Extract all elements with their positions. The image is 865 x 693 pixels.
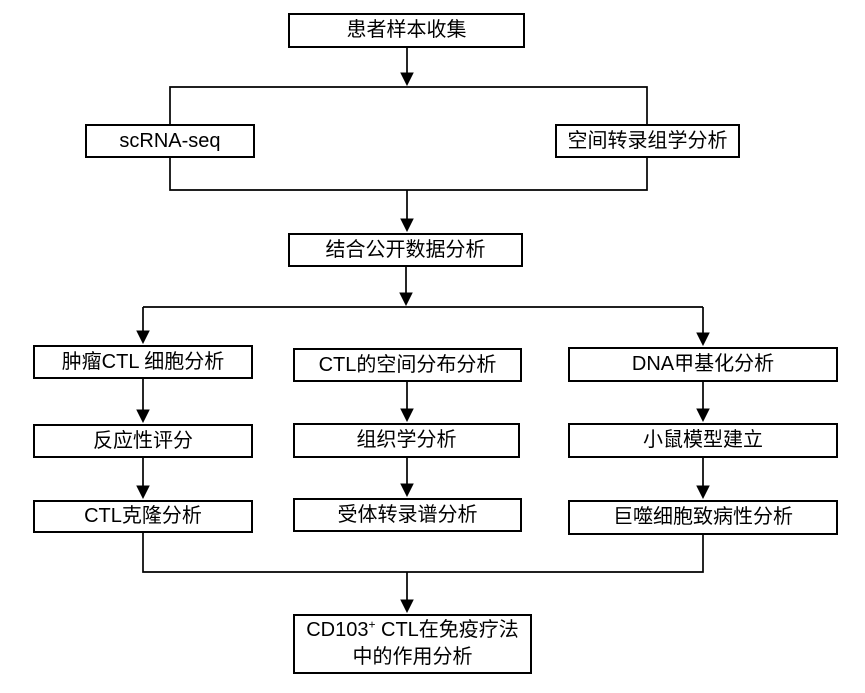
node-histology-analysis: 组织学分析 [293,423,520,458]
node-spatial-transcriptomics: 空间转录组学分析 [555,124,740,158]
node-combined-public-data-analysis: 结合公开数据分析 [288,233,523,267]
final-line1-rest: CTL在免疫疗法 [375,619,519,641]
final-line1-superscript: + [368,617,376,632]
node-scrna-seq: scRNA-seq [85,124,255,158]
node-mouse-model-establishment: 小鼠模型建立 [568,423,838,458]
node-reactivity-score: 反应性评分 [33,424,253,458]
node-ctl-clone-analysis: CTL克隆分析 [33,500,253,533]
node-final-conclusion: CD103+ CTL在免疫疗法 中的作用分析 [293,614,532,674]
connector-merge-rail-bottom [142,533,704,573]
final-line2: 中的作用分析 [352,646,473,668]
node-macrophage-pathogenicity-analysis: 巨噬细胞致病性分析 [568,500,838,535]
final-conclusion-text: CD103+ CTL在免疫疗法 中的作用分析 [306,617,519,671]
node-ctl-spatial-distribution-analysis: CTL的空间分布分析 [293,348,522,382]
node-patient-sample-collection: 患者样本收集 [288,13,525,48]
connector-merge-rail-top [169,158,648,191]
node-receptor-transcriptome-analysis: 受体转录谱分析 [293,498,522,532]
node-tumor-ctl-cell-analysis: 肿瘤CTL 细胞分析 [33,345,253,379]
connector-split-rail-top [169,86,648,124]
final-line1-base: CD103 [306,619,369,641]
node-dna-methylation-analysis: DNA甲基化分析 [568,347,838,382]
